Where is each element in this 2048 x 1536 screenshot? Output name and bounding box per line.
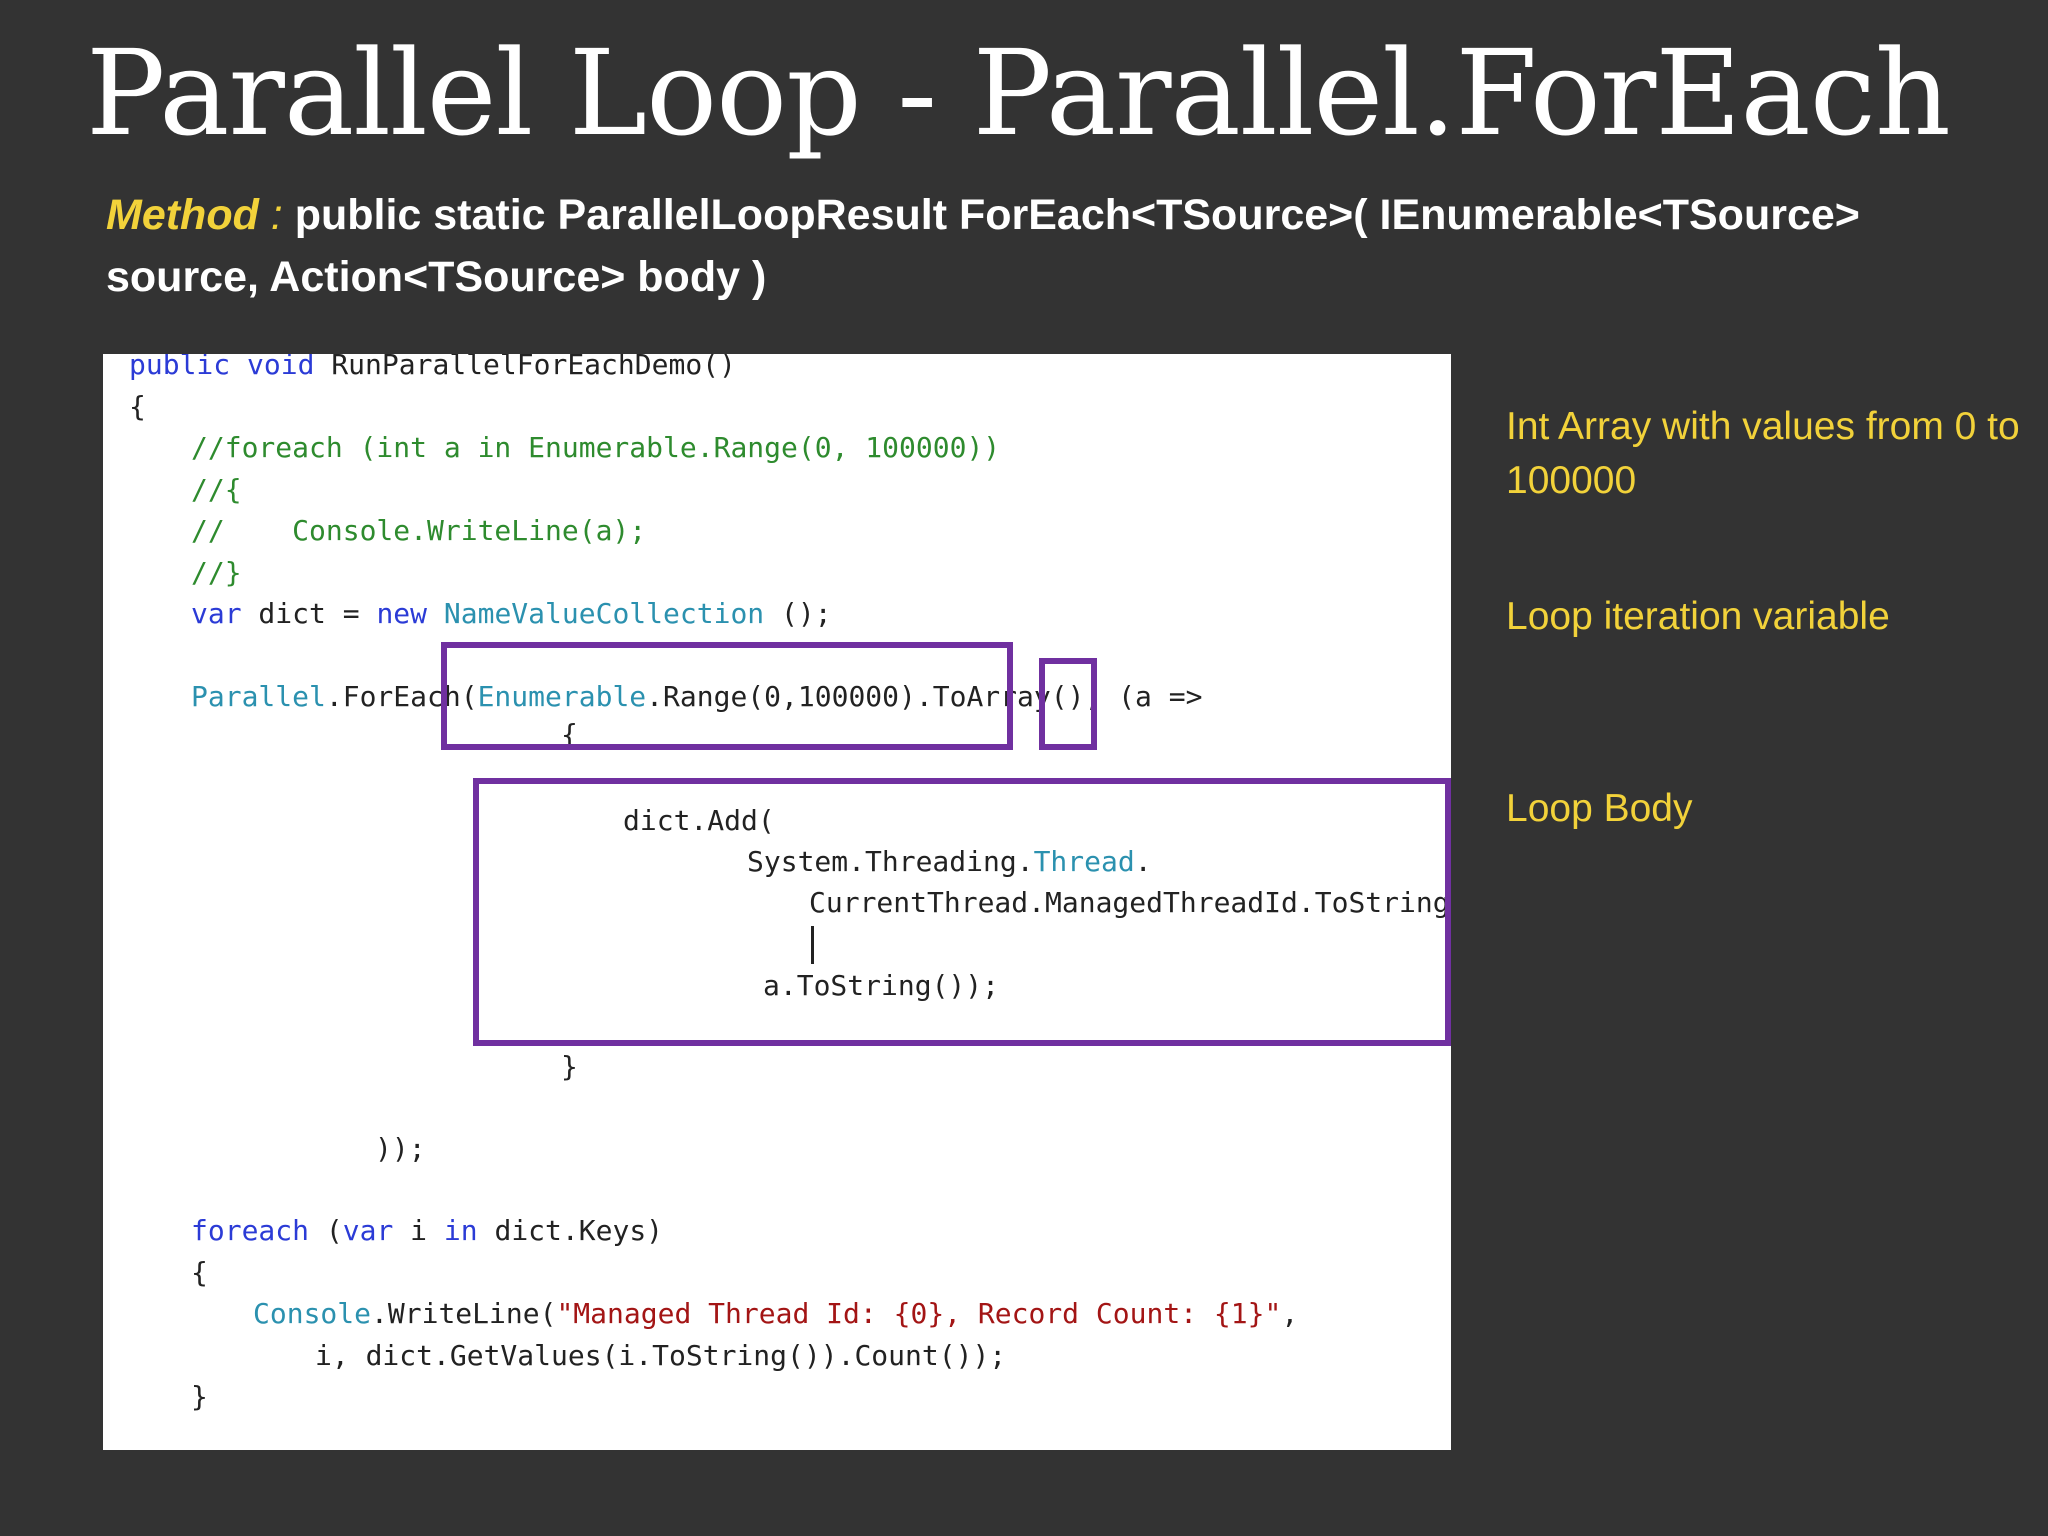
annotation-int-array: Int Array with values from 0 to 100000 (1506, 405, 2020, 502)
code-token: Thread (1033, 845, 1135, 878)
text-caret (811, 926, 814, 964)
code-token: var (342, 1214, 394, 1247)
code-line-13: a.ToString()); (763, 969, 1000, 1002)
annotation-loop-variable: Loop iteration variable (1506, 595, 1890, 638)
code-line-6: //} (191, 556, 242, 589)
code-line-17: { (191, 1256, 208, 1289)
code-line-12: CurrentThread.ManagedThreadId.ToString()… (809, 886, 1451, 919)
code-screenshot: public void RunParallelForEachDemo() { /… (103, 354, 1451, 1450)
code-token: .Range(0,100000).ToArray(), (a => (646, 680, 1203, 713)
code-line-3: //foreach (int a in Enumerable.Range(0, … (191, 431, 1001, 464)
method-label: Method (106, 191, 259, 239)
code-line-18: Console.WriteLine("Managed Thread Id: {0… (253, 1297, 1298, 1331)
code-line-7: var dict = new NameValueCollection (); (191, 597, 832, 631)
highlight-box-source (441, 642, 1013, 750)
code-line-11: System.Threading.Thread. (747, 845, 1152, 879)
code-token: System.Threading. (747, 845, 1034, 878)
method-signature-text: Method : public static ParallelLoopResul… (106, 184, 1936, 308)
code-token: i (393, 1214, 444, 1247)
code-token: (); (764, 597, 832, 630)
code-token: Parallel (191, 680, 326, 713)
method-colon: : (258, 191, 295, 239)
code-line-14: } (561, 1050, 578, 1083)
code-token: new (376, 597, 428, 630)
code-token: .WriteLine( (371, 1297, 557, 1330)
highlight-box-loop-body (473, 778, 1451, 1046)
code-line-19: i, dict.GetValues(i.ToString()).Count())… (315, 1339, 1007, 1372)
code-token: public (129, 354, 231, 381)
code-token: in (443, 1214, 478, 1247)
code-line-16: foreach (var i in dict.Keys) (191, 1214, 663, 1248)
code-line-2: { (129, 390, 146, 423)
slide-title: Parallel Loop - Parallel.ForEach (86, 24, 1951, 162)
code-token: "Managed Thread Id: {0}, Record Count: {… (556, 1297, 1282, 1330)
code-token: RunParallelForEachDemo() (331, 354, 736, 381)
code-line-20: } (191, 1380, 208, 1413)
code-token: var (191, 597, 242, 630)
code-token: Enumerable (477, 680, 647, 713)
code-token: void (247, 354, 315, 381)
code-line-4: //{ (191, 473, 242, 506)
annotation-loop-body: Loop Body (1506, 787, 1693, 830)
code-line-5: // Console.WriteLine(a); (191, 514, 647, 547)
code-token: ( (309, 1214, 343, 1247)
highlight-box-iteration-variable (1039, 658, 1097, 750)
code-token: dict.Keys) (477, 1214, 664, 1247)
code-token: dict = (241, 597, 377, 630)
code-token: foreach (191, 1214, 310, 1247)
code-token: Console (253, 1297, 372, 1330)
code-token: NameValueCollection (443, 597, 765, 630)
code-token: . (1134, 845, 1152, 878)
code-line-15: )); (375, 1132, 426, 1165)
method-signature: public static ParallelLoopResult ForEach… (106, 191, 1860, 301)
code-line-1: public void RunParallelForEachDemo() (129, 354, 736, 382)
code-token: .ForEach( (325, 680, 478, 713)
code-line-8: Parallel.ForEach(Enumerable.Range(0,1000… (191, 680, 1202, 714)
code-line-9: { (561, 718, 578, 751)
code-line-10: dict.Add( (623, 804, 775, 837)
code-token: , (1281, 1297, 1299, 1330)
